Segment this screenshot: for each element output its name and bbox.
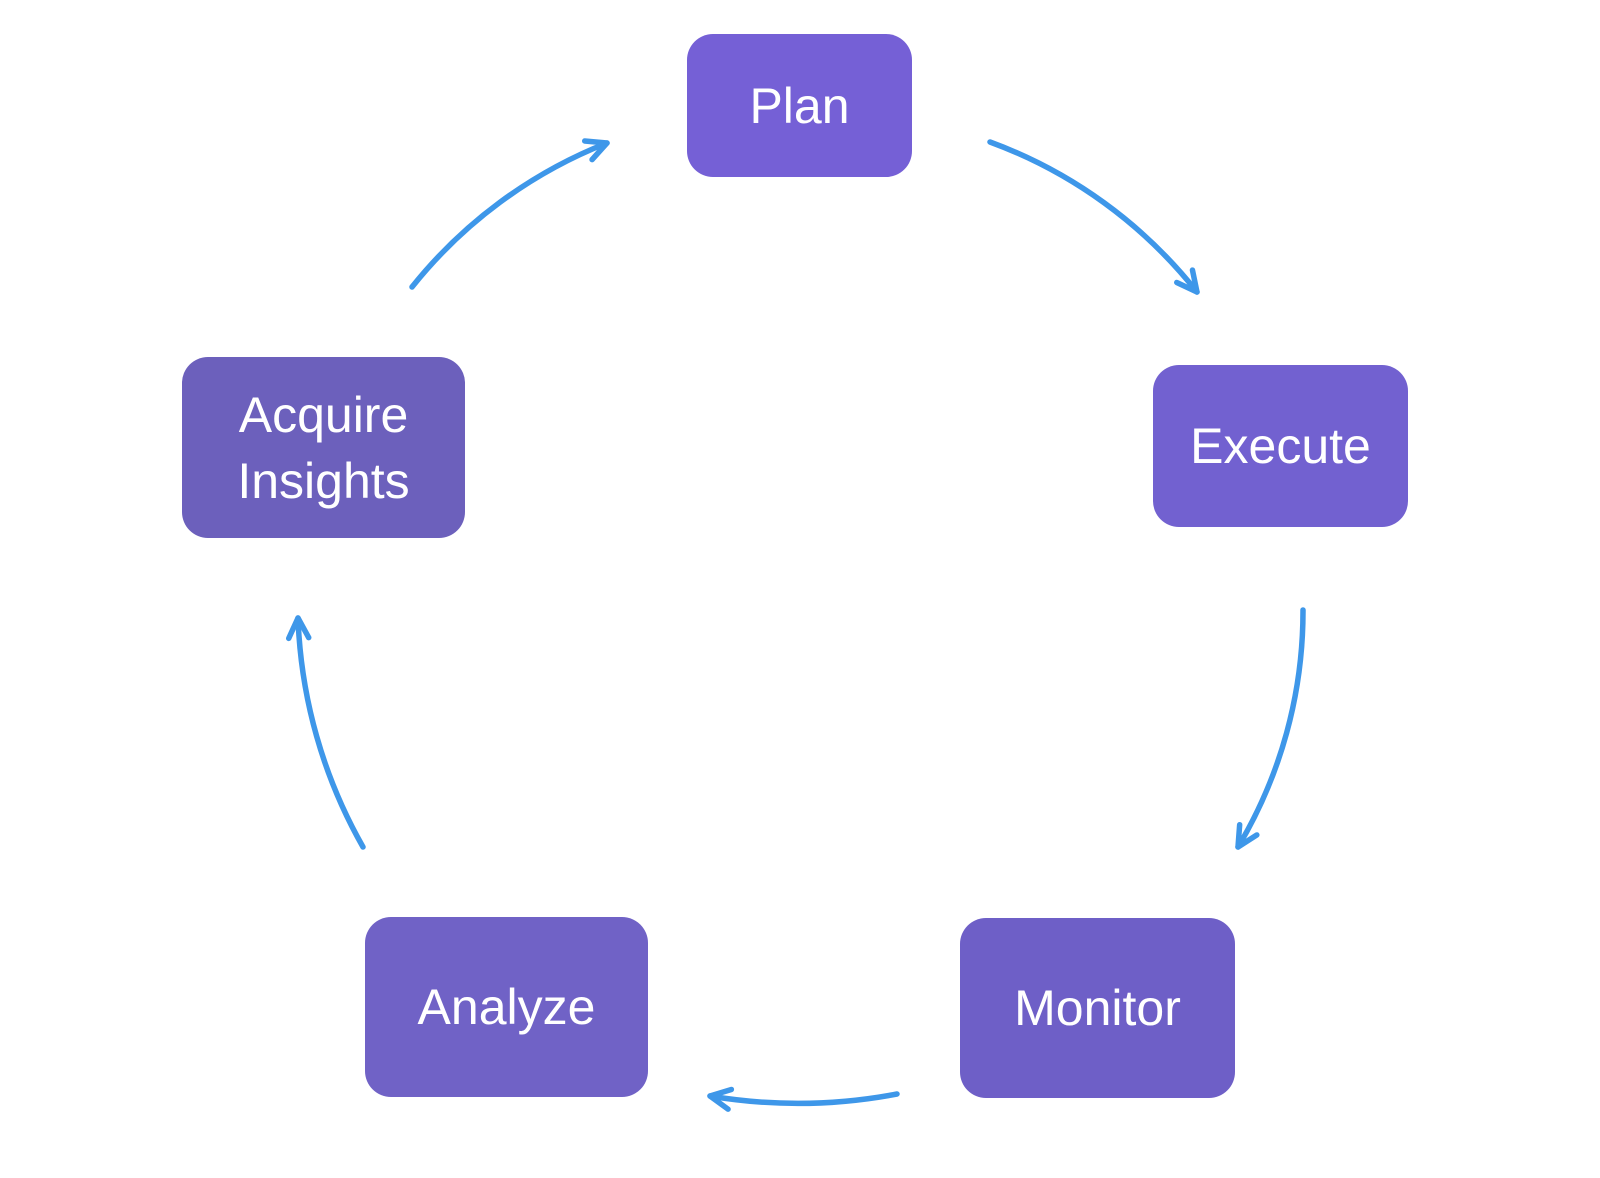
node-analyze: Analyze — [365, 917, 648, 1097]
node-execute: Execute — [1153, 365, 1408, 527]
arrow-analyze-to-acquire-insights — [285, 615, 366, 850]
arrow-execute-to-monitor — [1235, 607, 1306, 850]
node-acquire-insights: Acquire Insights — [182, 357, 465, 538]
node-plan: Plan — [687, 34, 912, 177]
node-monitor: Monitor — [960, 918, 1235, 1098]
arrow-plan-to-execute — [987, 139, 1200, 295]
arrow-monitor-to-analyze — [707, 1086, 900, 1112]
arrow-acquire-insights-to-plan — [409, 138, 610, 290]
